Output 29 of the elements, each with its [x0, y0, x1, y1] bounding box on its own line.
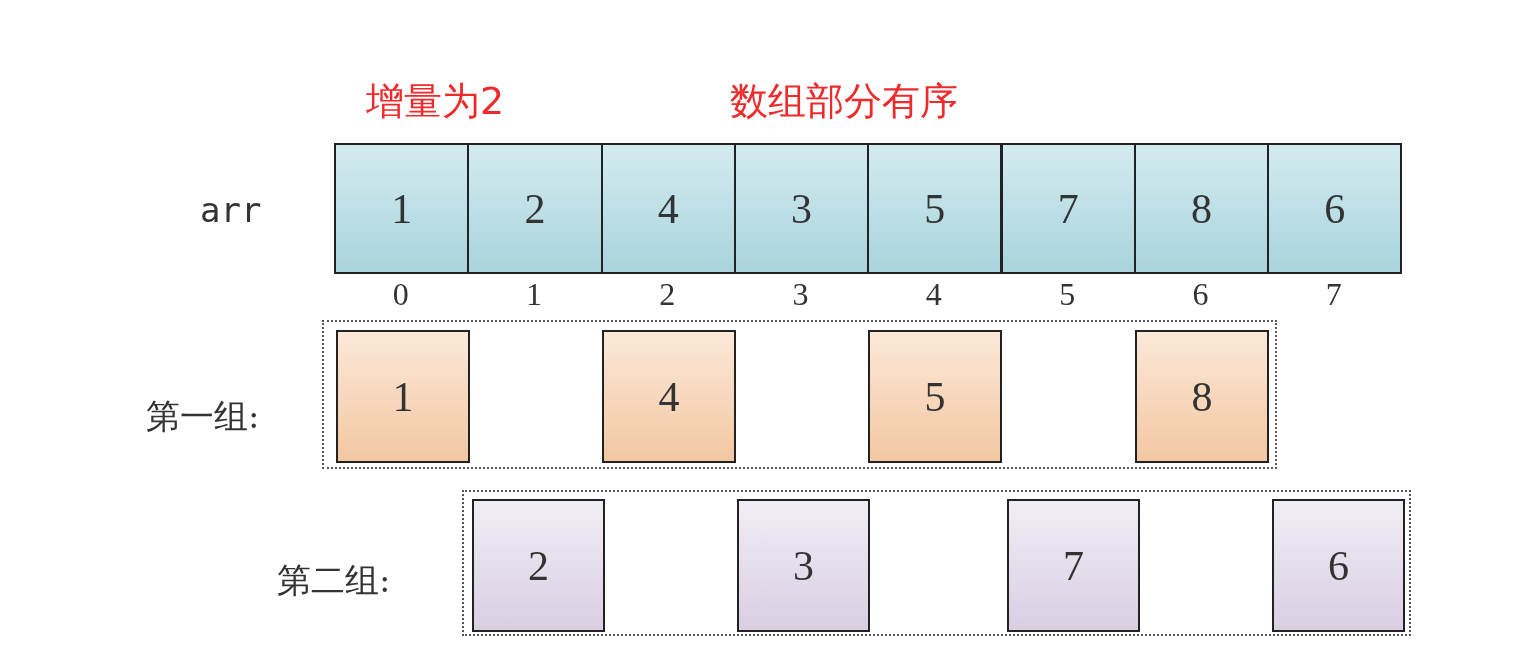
array-cell: 6 — [1267, 143, 1403, 274]
array-cell: 7 — [1007, 499, 1140, 632]
group-label: 第二组: — [277, 559, 391, 602]
index-number: 5 — [1058, 276, 1077, 313]
heading: 增量为2 — [366, 78, 505, 125]
index-number: 6 — [1191, 276, 1210, 313]
index-number: 0 — [391, 276, 410, 313]
array-cell: 8 — [1135, 330, 1269, 463]
index-number: 1 — [524, 276, 543, 313]
array-cell: 5 — [868, 330, 1002, 463]
array-cell: 5 — [867, 143, 1003, 274]
array-cell: 7 — [1000, 143, 1136, 274]
array-cell: 3 — [733, 143, 870, 274]
array-cell: 2 — [467, 143, 603, 274]
array-cell: 1 — [336, 330, 470, 463]
array-cell: 4 — [602, 330, 736, 463]
array-cell: 2 — [472, 499, 605, 632]
array-cell: 1 — [334, 143, 470, 274]
array-cell: 6 — [1272, 499, 1405, 632]
index-number: 4 — [924, 276, 943, 313]
heading: 数组部分有序 — [730, 78, 958, 125]
array-name: arr — [200, 190, 262, 230]
index-number: 2 — [658, 276, 677, 313]
index-number: 3 — [791, 276, 810, 313]
index-number: 7 — [1324, 276, 1343, 313]
array-cell: 3 — [737, 499, 870, 632]
group-label: 第一组: — [146, 395, 260, 438]
array-cell: 8 — [1133, 143, 1270, 274]
array-cell: 4 — [600, 143, 736, 274]
